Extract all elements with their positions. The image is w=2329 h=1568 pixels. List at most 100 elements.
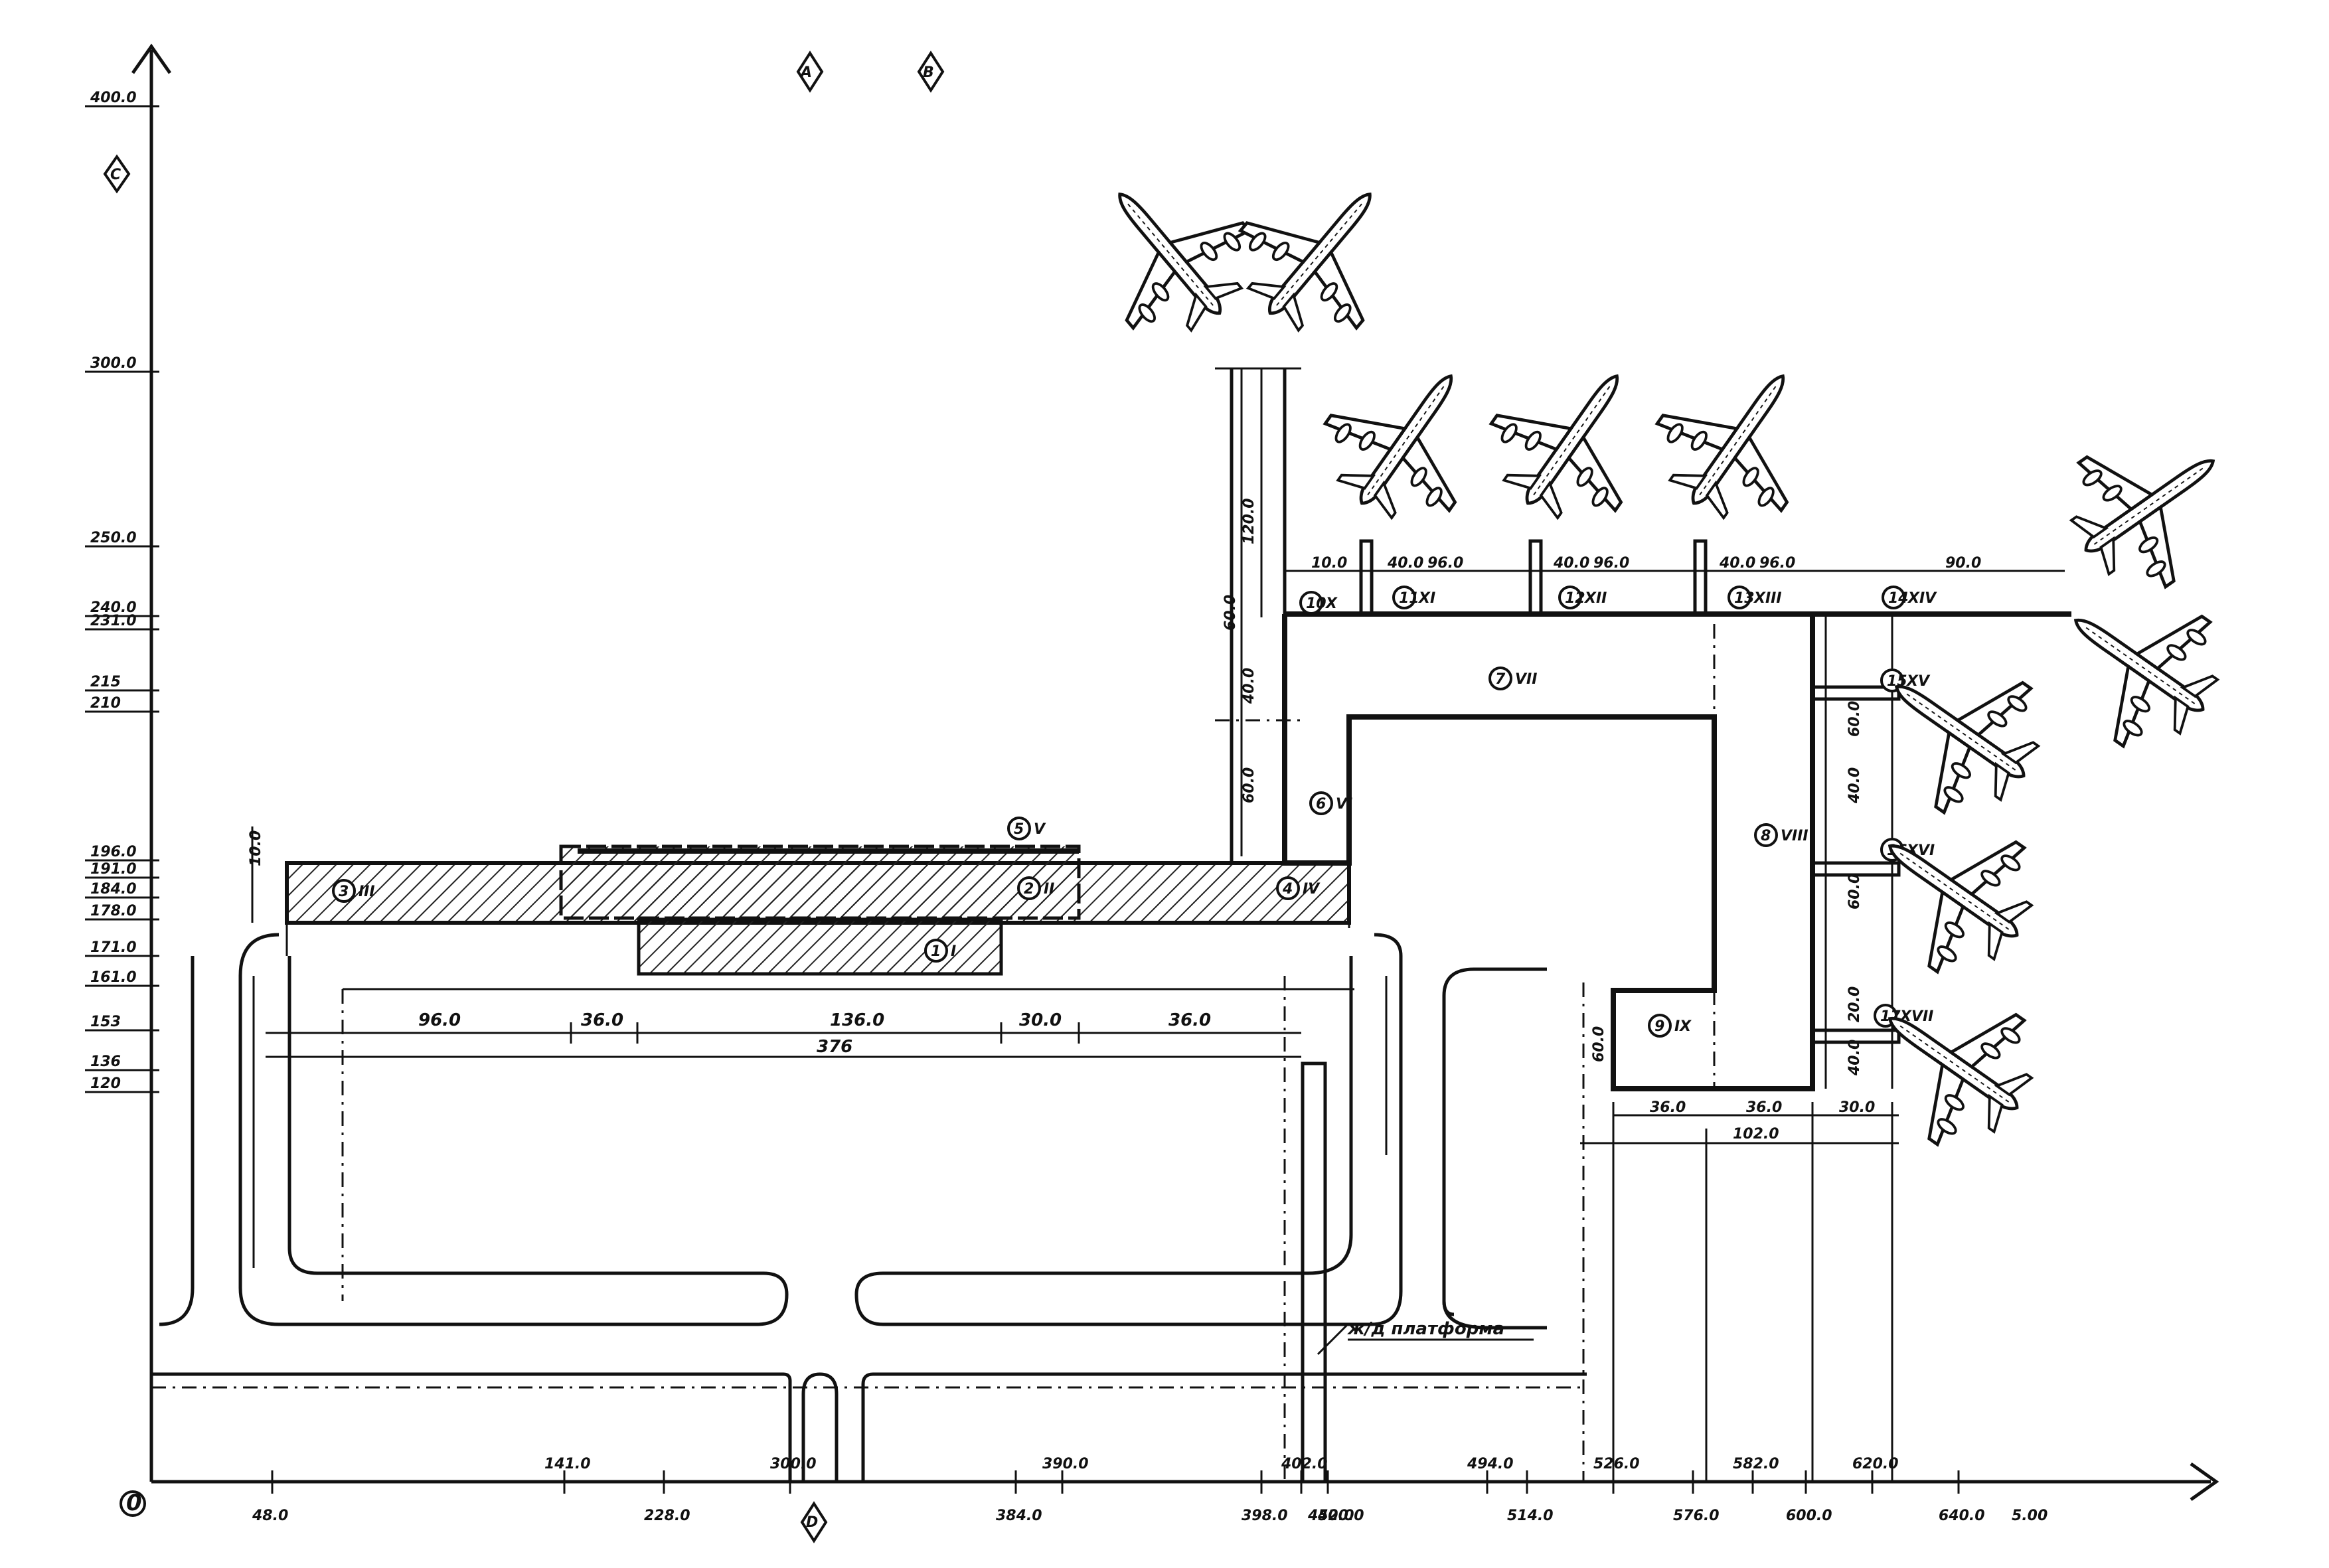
zone-number: 6 (1316, 796, 1326, 813)
zone-roman: IV (1303, 881, 1321, 898)
zone-number: 12 (1565, 590, 1585, 607)
zone-6: 6 VI (1309, 791, 1352, 815)
svg-text:210: 210 (90, 695, 121, 712)
dim-building-total: 376 (817, 1037, 852, 1057)
zone-number: 1 (931, 943, 941, 960)
svg-text:452.0: 452.0 (1307, 1508, 1354, 1524)
road-edge (159, 956, 195, 1326)
terminal-lower (637, 917, 1003, 976)
svg-text:215: 215 (90, 674, 121, 690)
axis-markers: A B C D (103, 50, 945, 1543)
zone-number: 14 (1888, 590, 1909, 607)
dim-block: 60.0 (1591, 1026, 1607, 1062)
terminal-upper (559, 844, 1081, 920)
zone-number: 5 (1014, 821, 1024, 838)
svg-text:48.0: 48.0 (252, 1508, 288, 1524)
svg-text:620.0: 620.0 (1852, 1456, 1899, 1472)
zone-number: 13 (1734, 590, 1755, 607)
x-extra-label: 400.0 (1317, 1508, 1364, 1524)
x-tick: 640.0 (1939, 1470, 1985, 1524)
origin-circle (120, 1490, 146, 1517)
concourse-outline (1282, 614, 1815, 1091)
svg-text:576.0: 576.0 (1673, 1508, 1720, 1524)
airplane-icon (2032, 558, 2246, 771)
y-tick: 240.0 (85, 599, 159, 617)
y-tick: 196.0 (85, 844, 159, 862)
airplane-icon (1853, 625, 2067, 838)
svg-text:171.0: 171.0 (90, 939, 137, 956)
pier-corridor: 120.0 60.0 40.0 60.0 (1215, 367, 1301, 863)
inner-loop-left (238, 933, 789, 1326)
road-edge (861, 1372, 1587, 1482)
inner-loop-right-inner (883, 956, 1353, 1275)
x-tick: 390.0 (1042, 1456, 1089, 1494)
y-tick: 153 (85, 1014, 159, 1032)
dim-building-1: 36.0 (581, 1010, 623, 1030)
dim-gate-2: 96.0 (1427, 555, 1463, 572)
x-tick: 300.0 (770, 1456, 817, 1494)
road-edge (151, 1372, 792, 1482)
zone-roman: IX (1674, 1018, 1692, 1035)
right-curb-road (1442, 967, 1547, 1316)
y-tick: 191.0 (85, 861, 159, 879)
airplane-icon (1062, 145, 1277, 362)
x-tick: 48.0 (252, 1470, 288, 1524)
inner-loop-right (854, 933, 1403, 1326)
svg-text:136: 136 (90, 1054, 121, 1070)
zone-roman: VIII (1781, 828, 1808, 844)
dim-pier-0: 120.0 (1241, 498, 1257, 544)
svg-text:231.0: 231.0 (90, 613, 137, 629)
road-network (151, 933, 1587, 1482)
gate-stub-12 (1528, 539, 1543, 616)
x-tick: 398.0 (1242, 1470, 1288, 1524)
dim-building-4: 36.0 (1168, 1010, 1211, 1030)
svg-text:514.0: 514.0 (1507, 1508, 1554, 1524)
zone-number: 11 (1399, 590, 1419, 607)
dim-gate-1: 40.0 (1387, 555, 1423, 572)
svg-text:141.0: 141.0 (544, 1456, 591, 1472)
svg-text:184.0: 184.0 (90, 881, 137, 898)
y-tick: 184.0 (85, 881, 159, 899)
dim-gate-5: 40.0 (1719, 555, 1755, 572)
x-tick: 141.0 (544, 1456, 591, 1494)
dim-wing-1: 40.0 (1846, 767, 1863, 804)
svg-text:526.0: 526.0 (1593, 1456, 1640, 1472)
svg-text:600.0: 600.0 (1786, 1508, 1832, 1524)
axis-marker-c: C (103, 154, 131, 194)
zone-number: 8 (1761, 828, 1771, 844)
dim-building-0: 96.0 (418, 1010, 461, 1030)
y-tick: 250.0 (85, 530, 159, 548)
x-extra-label: 5.00 (2012, 1508, 2048, 1524)
y-tick: 231.0 (85, 613, 159, 631)
svg-text:300.0: 300.0 (90, 355, 137, 372)
zone-roman: VI (1336, 796, 1352, 813)
svg-text:494.0: 494.0 (1467, 1456, 1514, 1472)
right-curb-road-bottom (1442, 1300, 1547, 1330)
x-tick: 582.0 (1733, 1456, 1779, 1494)
dim-gate-0: 10.0 (1311, 555, 1347, 572)
airplane-icon (1846, 957, 2060, 1170)
y-axis-arrow (131, 43, 172, 74)
zone-roman: XIII (1753, 590, 1782, 607)
gate-stub-13 (1693, 539, 1708, 616)
zone-number: 10 (1306, 595, 1326, 612)
svg-text:390.0: 390.0 (1042, 1456, 1089, 1472)
zone-8: 8 VIII (1754, 823, 1808, 847)
gate-stub-16 (1810, 861, 1901, 877)
x-tick: 576.0 (1673, 1470, 1720, 1524)
x-tick: 600.0 (1786, 1470, 1832, 1524)
zone-roman: XIV (1907, 590, 1937, 607)
svg-text:153: 153 (90, 1014, 121, 1030)
svg-text:228.0: 228.0 (644, 1508, 690, 1524)
x-tick: 452.0 (1307, 1470, 1354, 1524)
main-terminal (285, 844, 1351, 976)
airplane-icon (1846, 784, 2060, 997)
dim-gate-6: 96.0 (1759, 555, 1795, 572)
dim-south-total: 102.0 (1733, 1126, 1779, 1142)
svg-text:161.0: 161.0 (90, 969, 137, 986)
dim-building-2: 136.0 (830, 1010, 884, 1030)
